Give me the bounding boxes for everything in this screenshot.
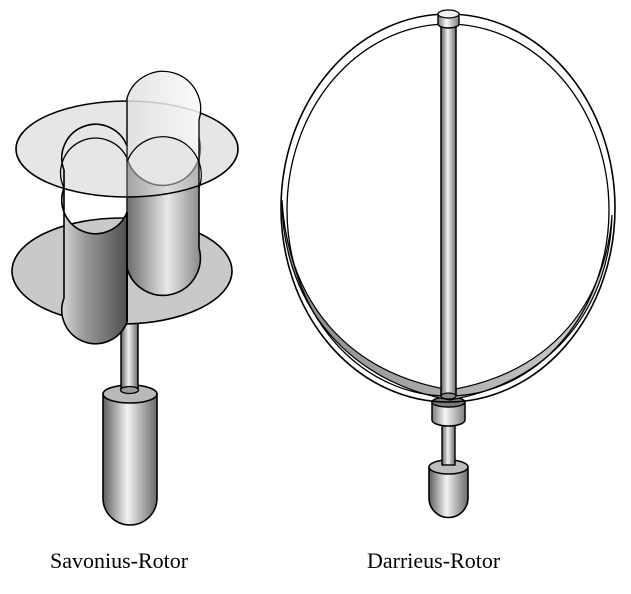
darrieus-hub bbox=[431, 401, 466, 427]
savonius-generator-housing bbox=[102, 393, 158, 526]
darrieus-label: Darrieus-Rotor bbox=[367, 548, 501, 573]
savonius-bucket-right-upper bbox=[126, 70, 202, 189]
savonius-rotor bbox=[11, 70, 239, 526]
darrieus-lower-shaft bbox=[441, 424, 456, 466]
savonius-shaft-collar bbox=[119, 385, 140, 395]
darrieus-blade-thickness bbox=[281, 199, 613, 401]
savonius-label: Savonius-Rotor bbox=[50, 548, 189, 573]
darrieus-mast-bottom bbox=[440, 392, 457, 400]
savonius-bucket-left bbox=[61, 187, 128, 345]
darrieus-top-cap-face bbox=[437, 9, 460, 19]
darrieus-mast bbox=[440, 23, 457, 397]
darrieus-rotor bbox=[280, 9, 616, 519]
darrieus-generator-housing bbox=[428, 466, 469, 519]
